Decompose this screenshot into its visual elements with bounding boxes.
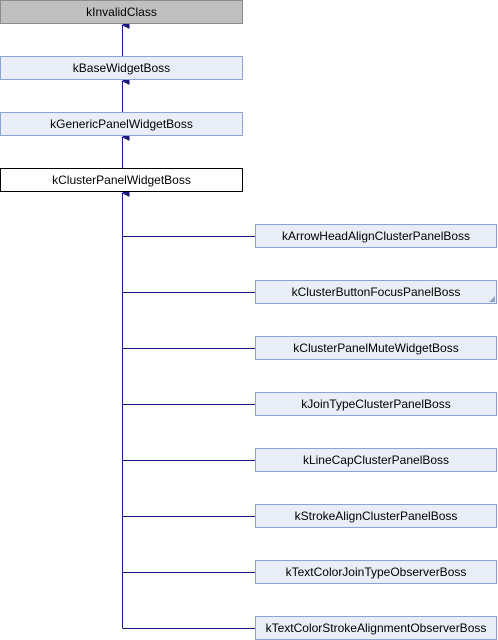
node-label: kStrokeAlignClusterPanelBoss bbox=[294, 509, 458, 523]
node-label: kJoinTypeClusterPanelBoss bbox=[301, 397, 451, 411]
node-text-color-stroke-alignment-observer-boss[interactable]: kTextColorStrokeAlignmentObserverBoss bbox=[255, 616, 497, 640]
node-generic-panel-widget-boss[interactable]: kGenericPanelWidgetBoss bbox=[0, 112, 243, 136]
node-cluster-panel-mute-widget-boss[interactable]: kClusterPanelMuteWidgetBoss bbox=[255, 336, 497, 360]
node-label: kClusterPanelMuteWidgetBoss bbox=[293, 341, 459, 355]
node-arrow-head-align-cluster-panel-boss[interactable]: kArrowHeadAlignClusterPanelBoss bbox=[255, 224, 497, 248]
node-label: kClusterPanelWidgetBoss bbox=[52, 173, 191, 187]
node-label: kTextColorJoinTypeObserverBoss bbox=[285, 565, 467, 579]
node-join-type-cluster-panel-boss[interactable]: kJoinTypeClusterPanelBoss bbox=[255, 392, 497, 416]
node-invalid-class[interactable]: kInvalidClass bbox=[0, 0, 243, 24]
node-label: kClusterButtonFocusPanelBoss bbox=[291, 285, 461, 299]
node-cluster-button-focus-panel-boss[interactable]: kClusterButtonFocusPanelBoss bbox=[255, 280, 497, 304]
node-cluster-panel-widget-boss[interactable]: kClusterPanelWidgetBoss bbox=[0, 168, 243, 192]
node-label: kInvalidClass bbox=[86, 5, 157, 19]
node-stroke-align-cluster-panel-boss[interactable]: kStrokeAlignClusterPanelBoss bbox=[255, 504, 497, 528]
node-label: kArrowHeadAlignClusterPanelBoss bbox=[281, 229, 471, 243]
node-label: kGenericPanelWidgetBoss bbox=[50, 117, 193, 131]
node-text-color-join-type-observer-boss[interactable]: kTextColorJoinTypeObserverBoss bbox=[255, 560, 497, 584]
node-label: kLineCapClusterPanelBoss bbox=[302, 453, 450, 467]
folded-corner-icon bbox=[489, 296, 495, 302]
node-label: kBaseWidgetBoss bbox=[72, 61, 171, 75]
node-line-cap-cluster-panel-boss[interactable]: kLineCapClusterPanelBoss bbox=[255, 448, 497, 472]
node-base-widget-boss[interactable]: kBaseWidgetBoss bbox=[0, 56, 243, 80]
node-label: kTextColorStrokeAlignmentObserverBoss bbox=[265, 621, 487, 635]
